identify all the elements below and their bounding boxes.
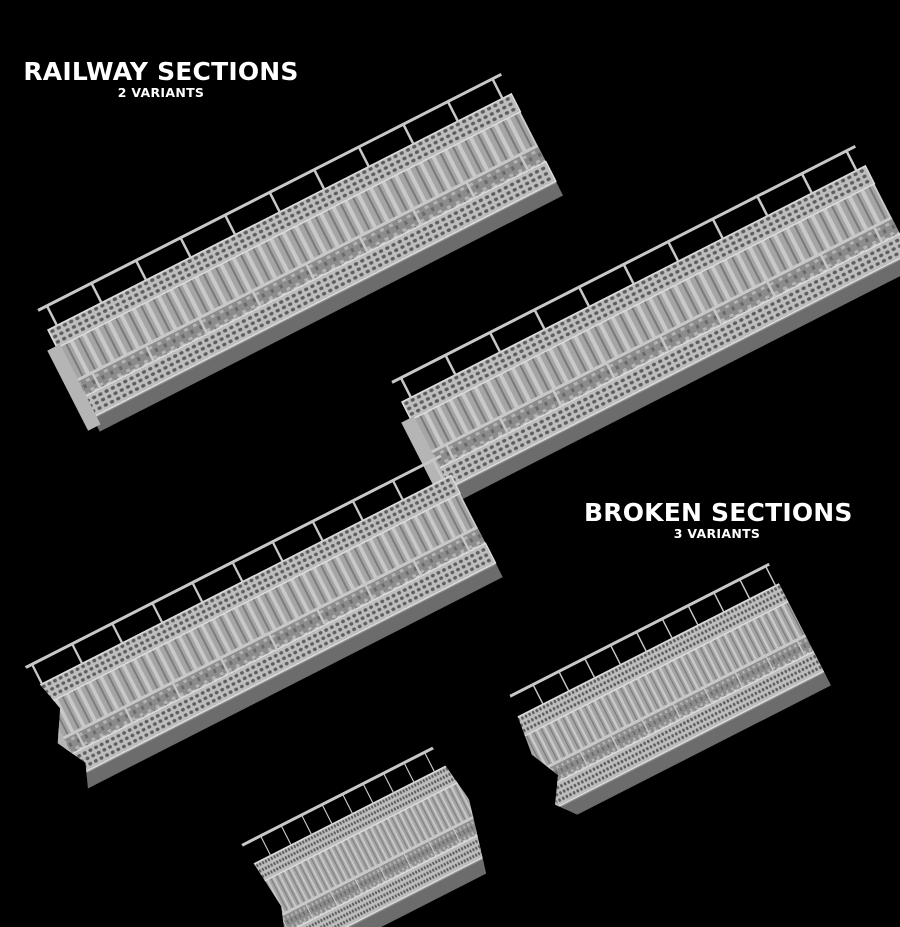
broken-sections-subtitle: 3 VARIANTS — [673, 526, 761, 541]
broken-section-model-3 — [232, 738, 506, 927]
railway-sections-title: RAILWAY SECTIONS — [23, 57, 299, 86]
railway-sections-label: RAILWAY SECTIONS 2 VARIANTS — [22, 58, 300, 100]
railway-sections-subtitle: 2 VARIANTS — [117, 85, 205, 100]
broken-section-model-2 — [498, 562, 834, 826]
broken-section-model-1 — [16, 454, 505, 796]
broken-sections-title: BROKEN SECTIONS — [584, 498, 853, 527]
broken-sections-label: BROKEN SECTIONS 3 VARIANTS — [584, 498, 853, 541]
